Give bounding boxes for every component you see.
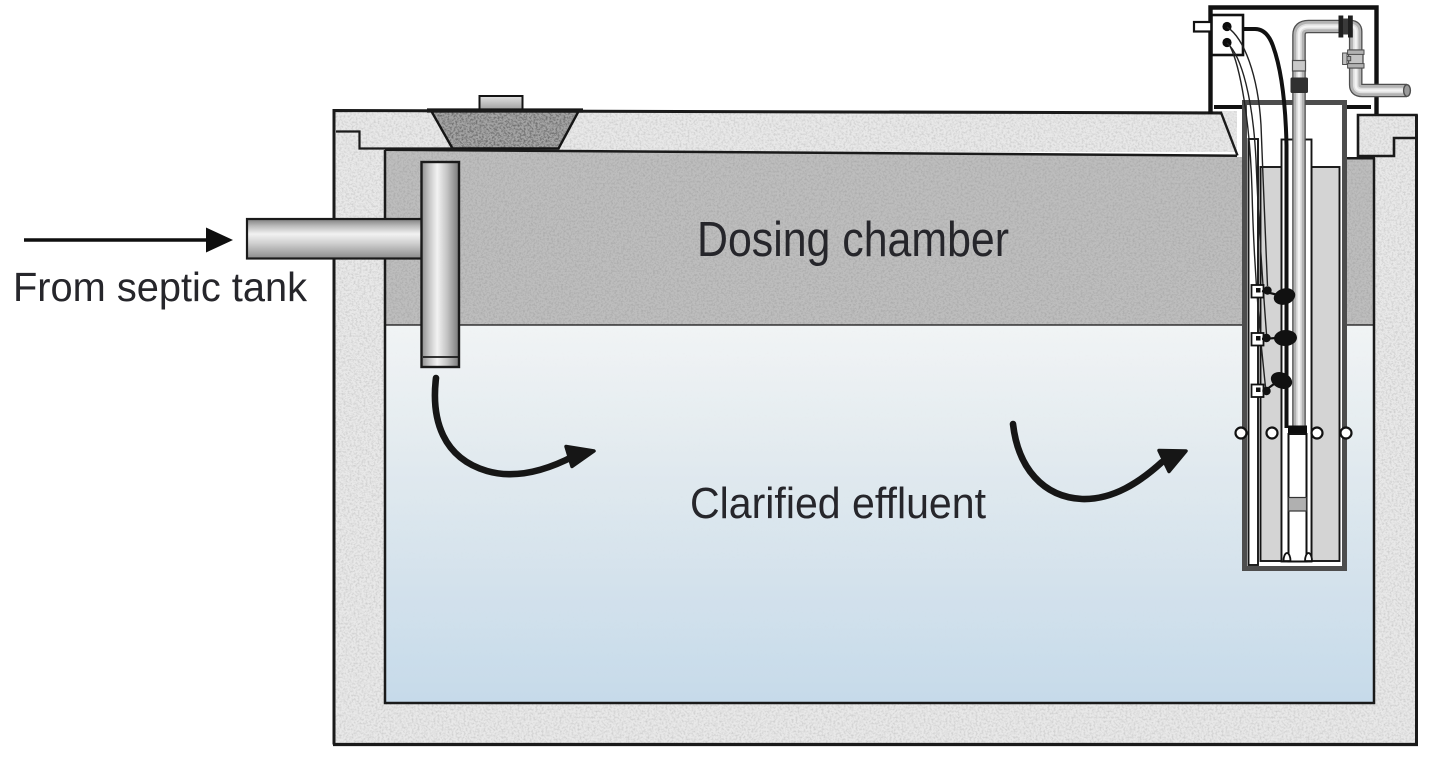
label-clarified-effluent: Clarified effluent xyxy=(690,479,986,528)
electrical-enclosure xyxy=(1192,5,1379,114)
weep-hole-2 xyxy=(1265,426,1279,440)
valve-handle xyxy=(1342,52,1348,65)
valve-flange-top xyxy=(1347,49,1365,55)
outlet-pipe-end xyxy=(1402,83,1412,97)
tank-left-top-outline xyxy=(332,108,1223,745)
pump-band xyxy=(1287,496,1308,512)
pump-foot-right xyxy=(1304,552,1313,562)
pump-power-cable xyxy=(1243,27,1289,428)
lid-slant-joint xyxy=(1219,112,1239,156)
lid-right-clear xyxy=(1358,103,1419,114)
float-rail xyxy=(1247,138,1259,566)
water-texture xyxy=(385,325,1374,703)
junction-box xyxy=(1210,13,1245,57)
pipe-collar xyxy=(1291,59,1307,72)
dosing-chamber-space xyxy=(385,149,1374,325)
effluent-pump xyxy=(1282,425,1313,563)
inlet-arrow xyxy=(24,227,233,253)
weep-hole-3 xyxy=(1310,426,1324,440)
enclosure-outline xyxy=(1208,5,1379,114)
union-body xyxy=(1343,18,1349,35)
weep-hole-1 xyxy=(1234,426,1248,440)
conduit-tab xyxy=(1192,20,1214,33)
pump-foot-left xyxy=(1282,552,1292,562)
weep-hole-4 xyxy=(1339,426,1353,440)
flow-arrow-right xyxy=(1009,420,1188,503)
flow-arrows xyxy=(24,227,1188,503)
pump-top-connector xyxy=(1288,425,1307,434)
weep-holes xyxy=(1234,426,1353,440)
float-switch-2 xyxy=(1250,329,1297,347)
valve-flange-bottom xyxy=(1347,63,1365,69)
discharge-pipe-highlight xyxy=(1297,25,1407,430)
access-port-cap xyxy=(478,95,524,112)
float-switch-1 xyxy=(1250,284,1296,305)
tank-outlines xyxy=(332,108,1418,747)
flow-arrow-left xyxy=(431,374,596,478)
pipe-coupling-dark xyxy=(1290,77,1308,93)
union-flange-left xyxy=(1338,15,1344,38)
check-valve xyxy=(1342,49,1365,69)
inlet-pipe xyxy=(245,217,447,260)
inlet-tee-baffle xyxy=(420,160,461,369)
dosing-strip-right xyxy=(1347,158,1374,325)
inlet-arrow-head xyxy=(206,227,233,253)
label-dosing-chamber: Dosing chamber xyxy=(697,213,1009,267)
pipe-fittings xyxy=(1290,15,1365,93)
labels: Dosing chamber Clarified effluent From s… xyxy=(13,213,1009,528)
float-wire-1 xyxy=(1226,26,1269,287)
inlet-assembly xyxy=(245,160,461,369)
union-flange-right xyxy=(1348,15,1353,38)
float-switches xyxy=(1250,284,1297,398)
lid-step-joint xyxy=(336,130,453,150)
chamber-inner-outline xyxy=(383,150,1376,705)
lid-underside-line xyxy=(384,148,1238,157)
riser-inner-right-block xyxy=(1310,166,1341,562)
float-switch-3 xyxy=(1250,372,1293,398)
label-from-septic-tank: From septic tank xyxy=(13,264,308,310)
discharge-pipe-run xyxy=(1292,19,1412,430)
float-wire-3 xyxy=(1229,45,1267,388)
